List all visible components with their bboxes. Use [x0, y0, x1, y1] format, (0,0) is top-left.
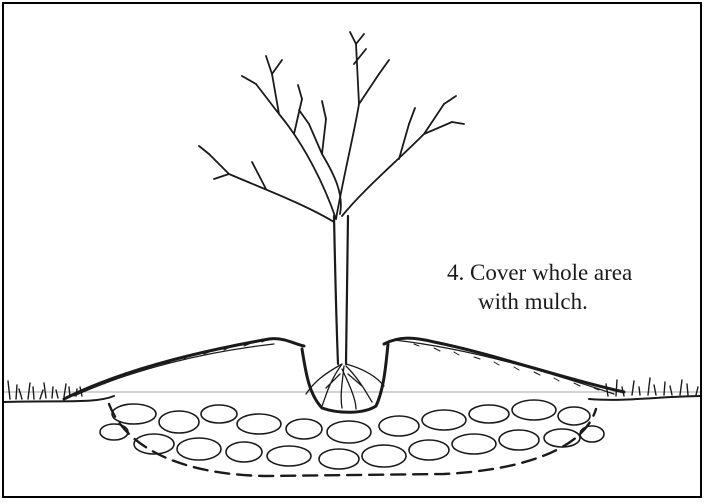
step-caption: 4. Cover whole area with mulch. — [447, 258, 632, 316]
diagram-frame: 4. Cover whole area with mulch. — [2, 2, 702, 498]
caption-line-1: 4. Cover whole area — [447, 258, 632, 287]
tree-trunk — [334, 216, 348, 364]
tree-branches — [199, 32, 464, 222]
grass-right — [606, 378, 702, 396]
stones — [100, 400, 604, 469]
root-zone-boundary — [109, 404, 596, 476]
caption-line-2: with mulch. — [447, 287, 632, 316]
planting-diagram — [4, 4, 702, 498]
